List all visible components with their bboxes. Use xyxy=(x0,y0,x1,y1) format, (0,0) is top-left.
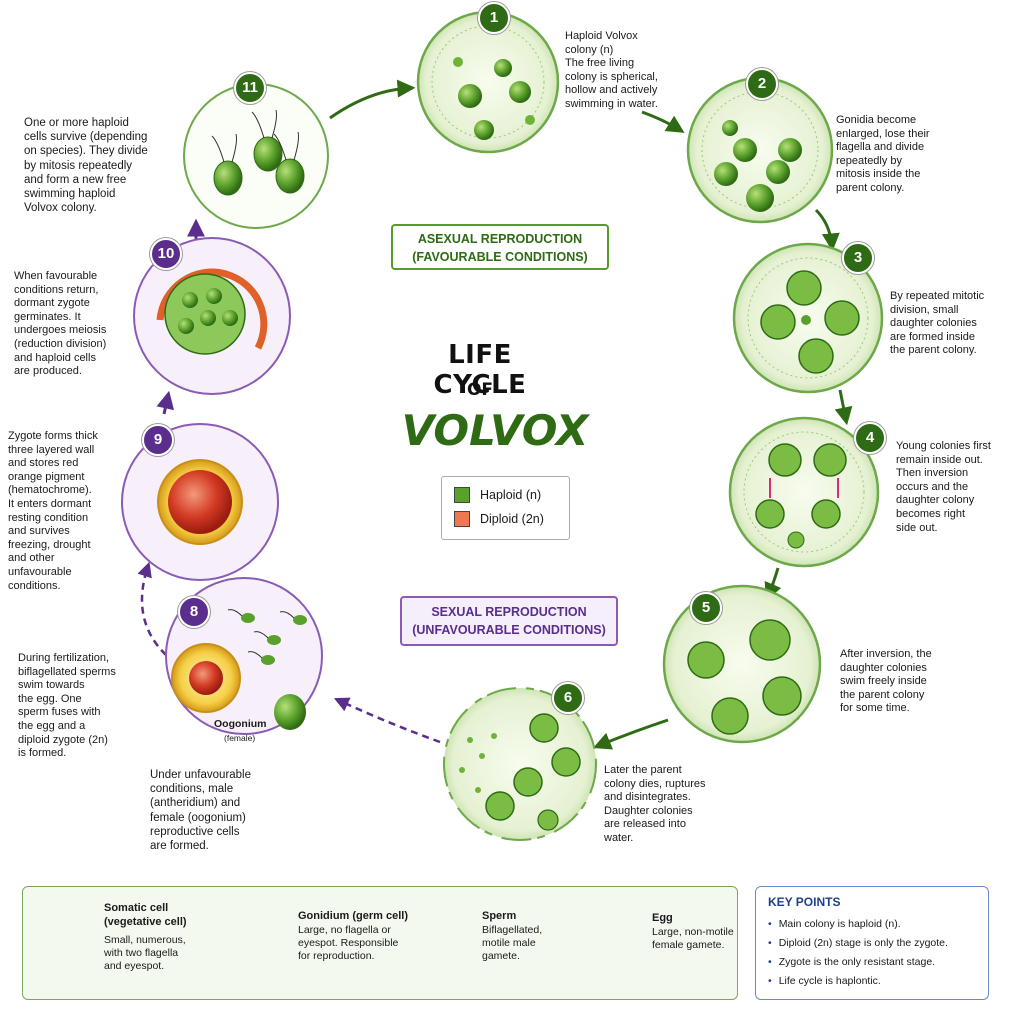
stage-2-badge: 2 xyxy=(746,68,778,100)
stage-8-badge: 8 xyxy=(178,596,210,628)
sexual-reproduction-label: SEXUAL REPRODUCTION (UNFAVOURABLE CONDIT… xyxy=(400,596,618,646)
oogonium-sublabel: (female) xyxy=(224,733,256,743)
legend-sperm-title: Sperm xyxy=(482,910,517,922)
stage-8-description: During fertilization, biflagellated sper… xyxy=(18,652,116,760)
stage-1-badge: 1 xyxy=(478,2,510,34)
title-line1: LIFE CYCLE xyxy=(433,340,527,400)
stage-5-badge: 5 xyxy=(690,592,722,624)
cell-types-legend xyxy=(22,886,738,1000)
stage-2-colony xyxy=(686,76,834,224)
stage-5-colony xyxy=(662,584,822,744)
arrow-11-to-1 xyxy=(329,79,416,120)
title-line3: VOLVOX xyxy=(401,406,589,455)
arrow-6-to-8 xyxy=(333,697,441,744)
stage-5-description: After inversion, the daughter colonies s… xyxy=(840,648,932,715)
legend-egg-text: Large, non-motile female gamete. xyxy=(652,926,734,952)
stage-4-badge: 4 xyxy=(854,422,886,454)
arrow-8-to-9 xyxy=(137,561,167,656)
key-point: Life cycle is haplontic. xyxy=(768,972,948,991)
title-line2: OF xyxy=(466,380,494,400)
haploid-swatch xyxy=(454,487,470,503)
legend-sperm-text: Biflagellated, motile male gamete. xyxy=(482,924,543,963)
key-point: Zygote is the only resistant stage. xyxy=(768,953,948,972)
key-point: Main colony is haploid (n). xyxy=(768,915,948,934)
key-points-list: Main colony is haploid (n). Diploid (2n)… xyxy=(768,915,948,991)
stage-6-badge: 6 xyxy=(552,682,584,714)
arrow-9-to-10 xyxy=(156,390,175,415)
key-points-title: KEY POINTS xyxy=(768,895,841,909)
arrow-5-to-6 xyxy=(593,718,669,750)
stage-3-description: By repeated mitotic division, small daug… xyxy=(890,290,985,357)
stage-6-description: Later the parent colony dies, ruptures a… xyxy=(604,764,706,844)
key-point: Diploid (2n) stage is only the zygote. xyxy=(768,934,948,953)
stage-9-zygote xyxy=(121,423,279,581)
legend-diploid: Diploid (2n) xyxy=(454,511,544,527)
stage-10-badge: 10 xyxy=(150,238,182,270)
stage-6-colony xyxy=(443,687,597,841)
stage-9-badge: 9 xyxy=(142,424,174,456)
legend-somatic-title: Somatic cell (vegetative cell) xyxy=(104,902,187,928)
ploidy-legend: Haploid (n) Diploid (2n) xyxy=(441,476,570,540)
stage-11-new-colony xyxy=(183,83,329,229)
cycle-arrows xyxy=(137,79,853,750)
legend-egg-title: Egg xyxy=(652,912,673,924)
stage-9-description: Zygote forms thick three layered wall an… xyxy=(8,430,98,592)
stage-10-germination xyxy=(133,237,291,395)
stage-3-badge: 3 xyxy=(842,242,874,274)
stage-7-description: Under unfavourable conditions, male (ant… xyxy=(150,769,252,853)
stage-3-colony xyxy=(732,242,884,394)
key-points-box: KEY POINTS Main colony is haploid (n). D… xyxy=(755,886,989,1000)
stage-11-badge: 11 xyxy=(234,72,266,104)
stage-4-colony xyxy=(728,416,880,568)
diploid-swatch xyxy=(454,511,470,527)
arrow-3-to-4 xyxy=(834,389,853,426)
stage-4-description: Young colonies first remain inside out. … xyxy=(896,440,991,534)
stage-1-description: Haploid Volvox colony (n) The free livin… xyxy=(565,30,658,110)
legend-somatic-text: Small, numerous, with two flagella and e… xyxy=(104,934,186,973)
asexual-reproduction-label: ASEXUAL REPRODUCTION (FAVOURABLE CONDITI… xyxy=(391,224,609,270)
stage-2-description: Gonidia become enlarged, lose their flag… xyxy=(836,114,930,194)
stage-1-colony xyxy=(416,10,560,154)
arrow-2-to-3 xyxy=(814,208,840,252)
legend-gonidium-title: Gonidium (germ cell) xyxy=(298,910,409,922)
legend-haploid: Haploid (n) xyxy=(454,487,541,503)
stage-10-description: When favourable conditions return, dorma… xyxy=(14,270,107,378)
oogonium-label: Oogonium xyxy=(214,718,267,730)
arrow-1-to-2 xyxy=(641,110,685,133)
stage-11-description: One or more haploid cells survive (depen… xyxy=(24,117,148,215)
legend-gonidium-text: Large, no flagella or eyespot. Responsib… xyxy=(298,924,399,963)
